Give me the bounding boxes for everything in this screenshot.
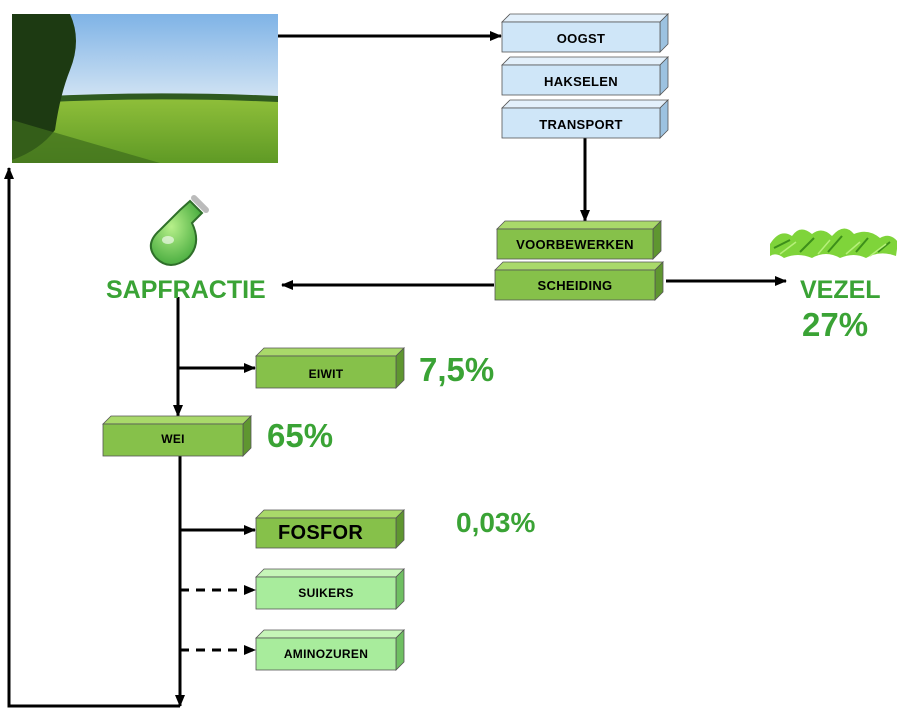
eiwit-box [255, 347, 405, 389]
field-photo [12, 14, 278, 163]
sapfractie-label: SAPFRACTIE [106, 276, 266, 304]
flask-icon [149, 195, 209, 266]
hakselen-box [501, 56, 669, 96]
suikers-box [255, 568, 405, 610]
hakselen-label: HAKSELEN [544, 74, 618, 89]
vezel-percentage: 27% [802, 306, 869, 343]
scheiding-box [494, 261, 664, 301]
process-boxes [102, 13, 669, 671]
wei-box [102, 415, 252, 457]
vezel-label: VEZEL [800, 276, 881, 304]
fosfor-percentage: 0,03% [456, 507, 536, 538]
oogst-box [501, 13, 669, 53]
fosfor-box [255, 509, 405, 549]
voorbewerken-label: VOORBEWERKEN [516, 237, 634, 252]
wei-label: WEI [161, 432, 185, 446]
return-loop-line [3, 167, 180, 708]
oogst-label: OOGST [556, 31, 606, 46]
voorbewerken-box [496, 220, 662, 260]
aminozuren-label: AMINOZUREN [283, 647, 369, 661]
transport-label: TRANSPORT [539, 117, 623, 132]
wei-percentage: 65% [267, 417, 334, 454]
eiwit-percentage: 7,5% [419, 351, 495, 388]
aminozuren-box [255, 629, 405, 671]
arrows [3, 31, 787, 708]
eiwit-label: EIWIT [308, 367, 344, 381]
suikers-label: SUIKERS [298, 586, 354, 600]
scheiding-label: SCHEIDING [537, 278, 613, 293]
fosfor-label: FOSFOR [278, 522, 364, 544]
transport-box [501, 99, 669, 139]
grass-fibre-icon [770, 228, 897, 258]
